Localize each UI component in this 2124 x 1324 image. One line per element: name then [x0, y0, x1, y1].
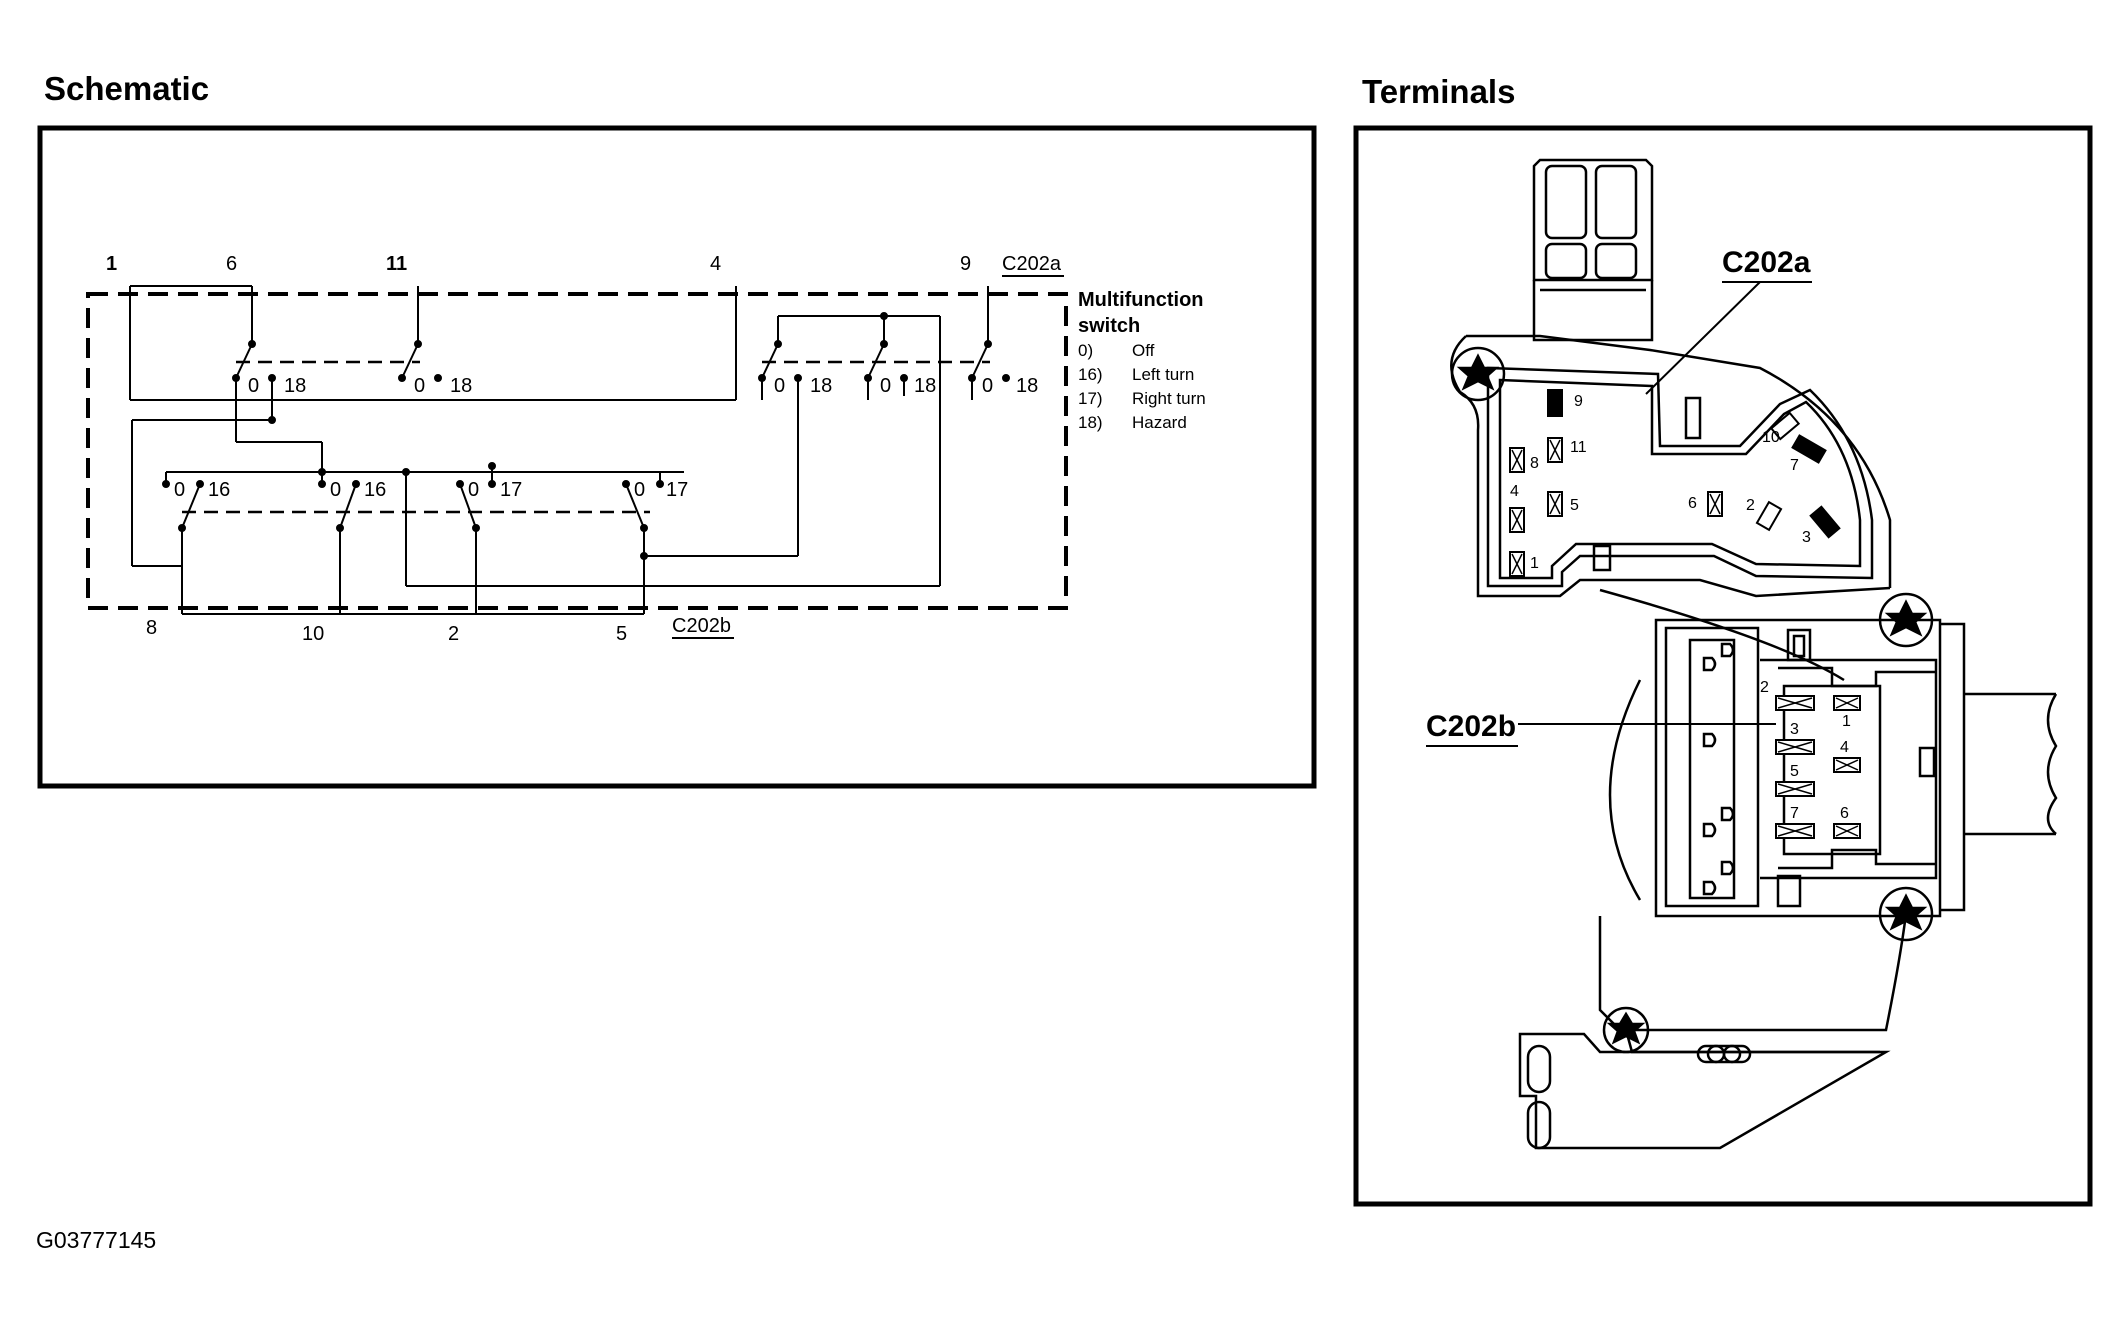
pin-label-8: 8 — [146, 617, 157, 639]
c202a-pin-label-3: 3 — [1802, 529, 1811, 546]
pos-off-5: 0 — [982, 375, 993, 397]
pos-right-2: 17 — [666, 479, 688, 501]
c202a-pin-label-8: 8 — [1530, 455, 1539, 472]
c202b-pin-label-7: 7 — [1790, 805, 1799, 822]
c202b-pin-label-1: 1 — [1842, 713, 1851, 730]
pin-label-6: 6 — [226, 253, 237, 275]
legend-text-off: Off — [1132, 341, 1155, 360]
c202a-pin-10 — [1769, 411, 1801, 441]
pos-hazard-2: 18 — [450, 375, 472, 397]
c202a-pin-label-9: 9 — [1574, 393, 1583, 410]
pos-off-3: 0 — [774, 375, 785, 397]
schematic-diagram — [86, 275, 1068, 639]
legend-text-hazard: Hazard — [1132, 413, 1187, 432]
pos-off-8: 0 — [468, 479, 479, 501]
terminals-title: Terminals — [1362, 73, 1515, 110]
terminals-frame — [1353, 125, 2093, 1207]
pin-label-1: 1 — [106, 253, 117, 275]
figure-id: G03777145 — [36, 1227, 156, 1253]
pos-off-2: 0 — [414, 375, 425, 397]
pos-off-4: 0 — [880, 375, 891, 397]
callout-c202a: C202a — [1722, 246, 1811, 279]
c202b-pin-label-2: 2 — [1760, 679, 1769, 696]
c202a-pin-2 — [1755, 500, 1783, 532]
callout-c202a-leader — [1645, 281, 1761, 395]
legend-heading-line2: switch — [1078, 315, 1140, 337]
callout-c202b: C202b — [1426, 710, 1516, 743]
pos-hazard-3: 18 — [810, 375, 832, 397]
pin-label-10: 10 — [302, 623, 324, 645]
connector-c202a-label: C202a — [1002, 253, 1062, 275]
switch-housing — [86, 292, 1068, 610]
c202a-pin-label-2: 2 — [1746, 497, 1755, 514]
schematic-title: Schematic — [44, 70, 209, 107]
c202a-pin-label-1: 1 — [1530, 555, 1539, 572]
legend-heading-line1: Multifunction — [1078, 289, 1204, 311]
pos-left-2: 16 — [364, 479, 386, 501]
legend-code-off: 0) — [1078, 341, 1093, 360]
legend-code-hazard: 18) — [1078, 413, 1103, 432]
pos-left-1: 16 — [208, 479, 230, 501]
pos-off-1: 0 — [248, 375, 259, 397]
legend-code-right: 17) — [1078, 389, 1103, 408]
connector-c202b-label: C202b — [672, 615, 731, 637]
schematic-frame — [37, 125, 1317, 789]
c202b-pin-label-5: 5 — [1790, 763, 1799, 780]
legend-text-left: Left turn — [1132, 365, 1194, 384]
c202a-pin-7 — [1791, 434, 1827, 464]
pin-label-11: 11 — [386, 253, 407, 275]
c202a-pin-9 — [1547, 389, 1563, 417]
c202a-pin-label-11: 11 — [1570, 439, 1587, 456]
pos-hazard-1: 18 — [284, 375, 306, 397]
pin-label-4: 4 — [710, 253, 721, 275]
c202a-pin-label-4: 4 — [1510, 483, 1519, 500]
c202a-pin-label-5: 5 — [1570, 497, 1579, 514]
c202a-pin-label-10: 10 — [1762, 429, 1780, 446]
legend-text-right: Right turn — [1132, 389, 1206, 408]
legend-code-left: 16) — [1078, 365, 1103, 384]
pos-hazard-4: 18 — [914, 375, 936, 397]
c202a-terminals — [1509, 389, 1841, 577]
pos-off-6: 0 — [174, 479, 185, 501]
pin-label-5: 5 — [616, 623, 627, 645]
pin-label-9: 9 — [960, 253, 971, 275]
c202a-pin-label-6: 6 — [1688, 495, 1697, 512]
c202b-pin-label-3: 3 — [1790, 721, 1799, 738]
pos-hazard-5: 18 — [1016, 375, 1038, 397]
switch-body-drawing — [1450, 158, 2058, 1150]
pos-off-9: 0 — [634, 479, 645, 501]
c202a-pin-3 — [1809, 505, 1841, 539]
pos-right-1: 17 — [500, 479, 522, 501]
c202b-pin-label-6: 6 — [1840, 805, 1849, 822]
pos-off-7: 0 — [330, 479, 341, 501]
c202a-pin-label-7: 7 — [1790, 457, 1799, 474]
c202b-pin-label-4: 4 — [1840, 739, 1849, 756]
pin-label-2: 2 — [448, 623, 459, 645]
